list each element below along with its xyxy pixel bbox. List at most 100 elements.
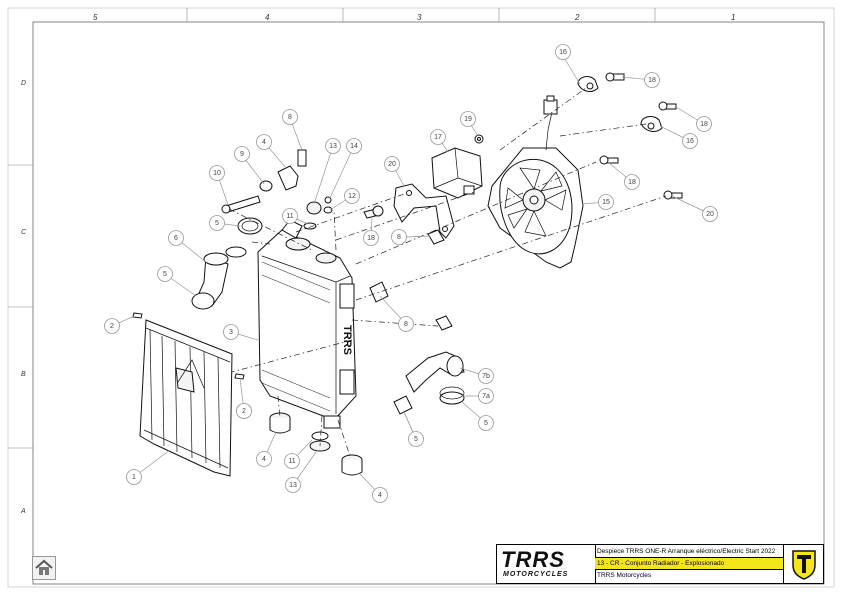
- drawing-company: TRRS Motorcycles: [597, 572, 652, 579]
- drawing-title: Despiece TRRS ONE-R Arranque eléctrico/E…: [595, 546, 783, 558]
- callout-bubble: 8: [391, 229, 407, 245]
- callout-bubble: 2: [236, 403, 252, 419]
- callout-label: 18: [700, 121, 708, 128]
- callout-label: 5: [484, 420, 488, 427]
- callout-bubble: 17: [430, 129, 446, 145]
- callout-label: 5: [414, 436, 418, 443]
- callout-bubble: 11: [284, 453, 300, 469]
- grid-row-label: B: [21, 371, 26, 378]
- callout-bubble: 1: [126, 469, 142, 485]
- callout-label: 13: [289, 482, 297, 489]
- callout-label: 3: [229, 329, 233, 336]
- callout-bubble: 16: [682, 133, 698, 149]
- brand-name: TRRS: [501, 547, 565, 572]
- grid-row-label: C: [21, 229, 27, 236]
- callout-label: 1: [132, 474, 136, 481]
- callout-label: 8: [288, 114, 292, 121]
- callout-bubble: 6: [168, 230, 184, 246]
- callout-bubble: 4: [256, 134, 272, 150]
- title-block: TRRS MOTORCYCLES Despiece TRRS ONE-R Arr…: [496, 544, 824, 584]
- fan-assembly: [487, 95, 584, 269]
- callout-label: 9: [240, 151, 244, 158]
- callout-label: 6: [174, 235, 178, 242]
- callout-label: 5: [215, 220, 219, 227]
- callout-bubble: 13: [285, 477, 301, 493]
- callout-bubble: 18: [696, 116, 712, 132]
- callout-label: 20: [706, 211, 714, 218]
- callout-label: 14: [350, 143, 358, 150]
- callout-label: 19: [464, 116, 472, 123]
- callout-bubble: 8: [398, 316, 414, 332]
- screws: [363, 72, 683, 219]
- brand-logo: TRRS MOTORCYCLES: [497, 545, 596, 583]
- hose-clamp-mid: [640, 116, 663, 132]
- callout-bubble: 8: [282, 109, 298, 125]
- callout-label: 5: [163, 271, 167, 278]
- callout-label: 16: [559, 49, 567, 56]
- callout-label: 15: [602, 199, 610, 206]
- clamp-upper: [237, 217, 263, 235]
- callout-label: 11: [288, 458, 295, 465]
- callout-bubble: 19: [460, 111, 476, 127]
- callout-bubble: 5: [209, 215, 225, 231]
- inner-frame: [32, 21, 825, 585]
- grid-column-label: 1: [731, 13, 736, 22]
- callout-label: 10: [213, 170, 221, 177]
- grid-row-label: D: [21, 80, 27, 87]
- callout-bubble: 5: [408, 431, 424, 447]
- grid-column-label: 5: [93, 13, 98, 22]
- callout-bubble: 9: [234, 146, 250, 162]
- callout-bubble: 2: [104, 318, 120, 334]
- brand-badge-icon: [783, 545, 824, 583]
- callout-bubble: 3: [223, 324, 239, 340]
- bottom-mounts: [269, 412, 363, 476]
- callout-label: 7b: [482, 373, 490, 380]
- callout-bubble: 18: [363, 230, 379, 246]
- callout-label: 17: [434, 134, 442, 141]
- callout-label: 7a: [482, 393, 490, 400]
- top-small-parts: [132, 165, 333, 380]
- outer-frame: [7, 7, 835, 588]
- radiator-brand-label: TRRS: [341, 325, 353, 355]
- callout-bubble: 14: [346, 138, 362, 154]
- callout-bubble: 7b: [478, 368, 494, 384]
- callout-bubble: 4: [256, 451, 272, 467]
- callout-label: 16: [686, 138, 694, 145]
- callout-bubble: 12: [344, 188, 360, 204]
- callout-label: 20: [388, 161, 396, 168]
- rubber-mounts: [297, 149, 453, 331]
- callout-bubble: 15: [598, 194, 614, 210]
- hose-lower: [393, 351, 465, 415]
- callout-label: 2: [242, 408, 246, 415]
- callout-label: 2: [110, 323, 114, 330]
- callout-bubble: 13: [325, 138, 341, 154]
- column-ticks: [8, 8, 656, 449]
- grid-column-label: 4: [265, 13, 270, 22]
- callout-bubble: 16: [555, 44, 571, 60]
- title-block-text: Despiece TRRS ONE-R Arranque eléctrico/E…: [595, 545, 783, 583]
- callout-label: 18: [628, 179, 636, 186]
- callout-bubble: 18: [624, 174, 640, 190]
- callout-bubble: 20: [702, 206, 718, 222]
- radiator-guard: [139, 319, 233, 477]
- grid-column-label: 3: [417, 13, 422, 22]
- callout-label: 13: [329, 143, 337, 150]
- callout-label: 11: [286, 213, 293, 220]
- callout-label: 12: [348, 193, 356, 200]
- hose-upper: [191, 246, 247, 310]
- fan-relay: [431, 147, 483, 199]
- callout-label: 18: [367, 235, 375, 242]
- callout-bubble: 5: [157, 266, 173, 282]
- home-button[interactable]: [32, 556, 56, 580]
- assembly-lines: [228, 87, 667, 457]
- callout-bubble: 11: [282, 208, 298, 224]
- drawing-subtitle: 13 - CR - Conjunto Radiador - Explosiona…: [595, 558, 783, 570]
- callout-bubble: 7a: [478, 388, 494, 404]
- grid-column-label: 2: [575, 13, 580, 22]
- callout-bubble: 4: [372, 487, 388, 503]
- callout-label: 4: [378, 492, 382, 499]
- callout-bubble: 18: [644, 72, 660, 88]
